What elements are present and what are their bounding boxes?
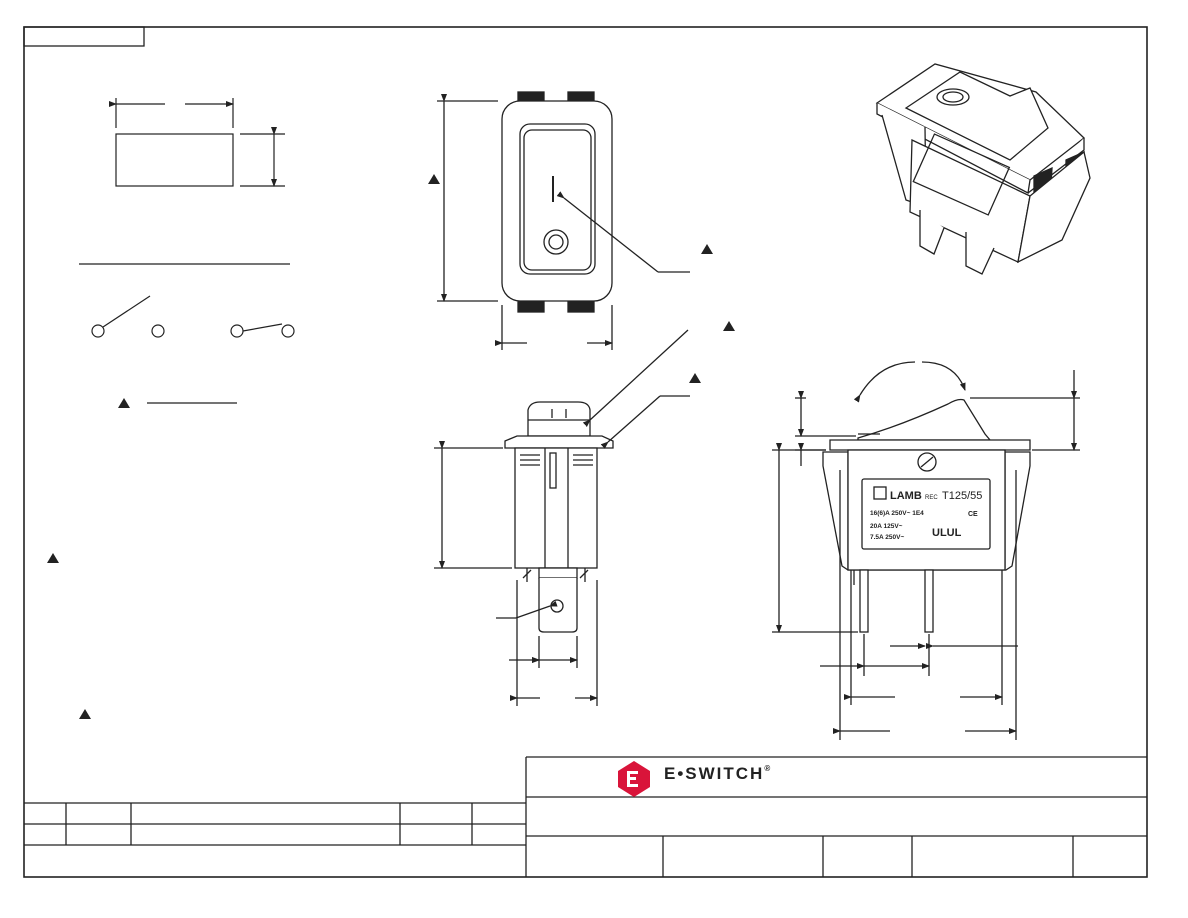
label-model: T125/55 — [942, 490, 982, 502]
front-view — [437, 91, 690, 350]
e-switch-logo-icon — [618, 761, 650, 797]
label-cert: ULUL — [932, 527, 962, 539]
corner-tag-box — [23, 26, 145, 47]
label-rec: REC — [925, 495, 938, 501]
label-line3: 7.5A 250V~ — [870, 534, 904, 541]
rating-label: LAMB REC T125/55 16(6)A 250V~ 1E4 CE 20A… — [870, 490, 982, 541]
label-maker: LAMB — [890, 490, 922, 502]
label-line2: 20A 125V~ — [870, 523, 903, 530]
registered-mark: ® — [764, 764, 771, 773]
isometric-view — [875, 63, 1091, 275]
front-mark-on-label: I — [0, 0, 1, 1]
brand-name-text: E•SWITCH — [664, 764, 765, 783]
brand-name: E•SWITCH® — [664, 764, 770, 784]
side-view — [434, 329, 690, 706]
front-mark-on: I — [0, 0, 1, 1]
front-mark-off: O — [0, 0, 1, 1]
drawing-border — [23, 26, 1148, 878]
label-ce: CE — [968, 511, 978, 518]
label-line1: 16(6)A 250V~ 1E4 — [870, 510, 924, 517]
panel-cutout-view — [79, 98, 290, 265]
circuit-schematic — [91, 295, 295, 338]
elevation-view — [772, 361, 1080, 740]
title-block — [24, 756, 1147, 877]
note-triangles — [47, 174, 735, 719]
